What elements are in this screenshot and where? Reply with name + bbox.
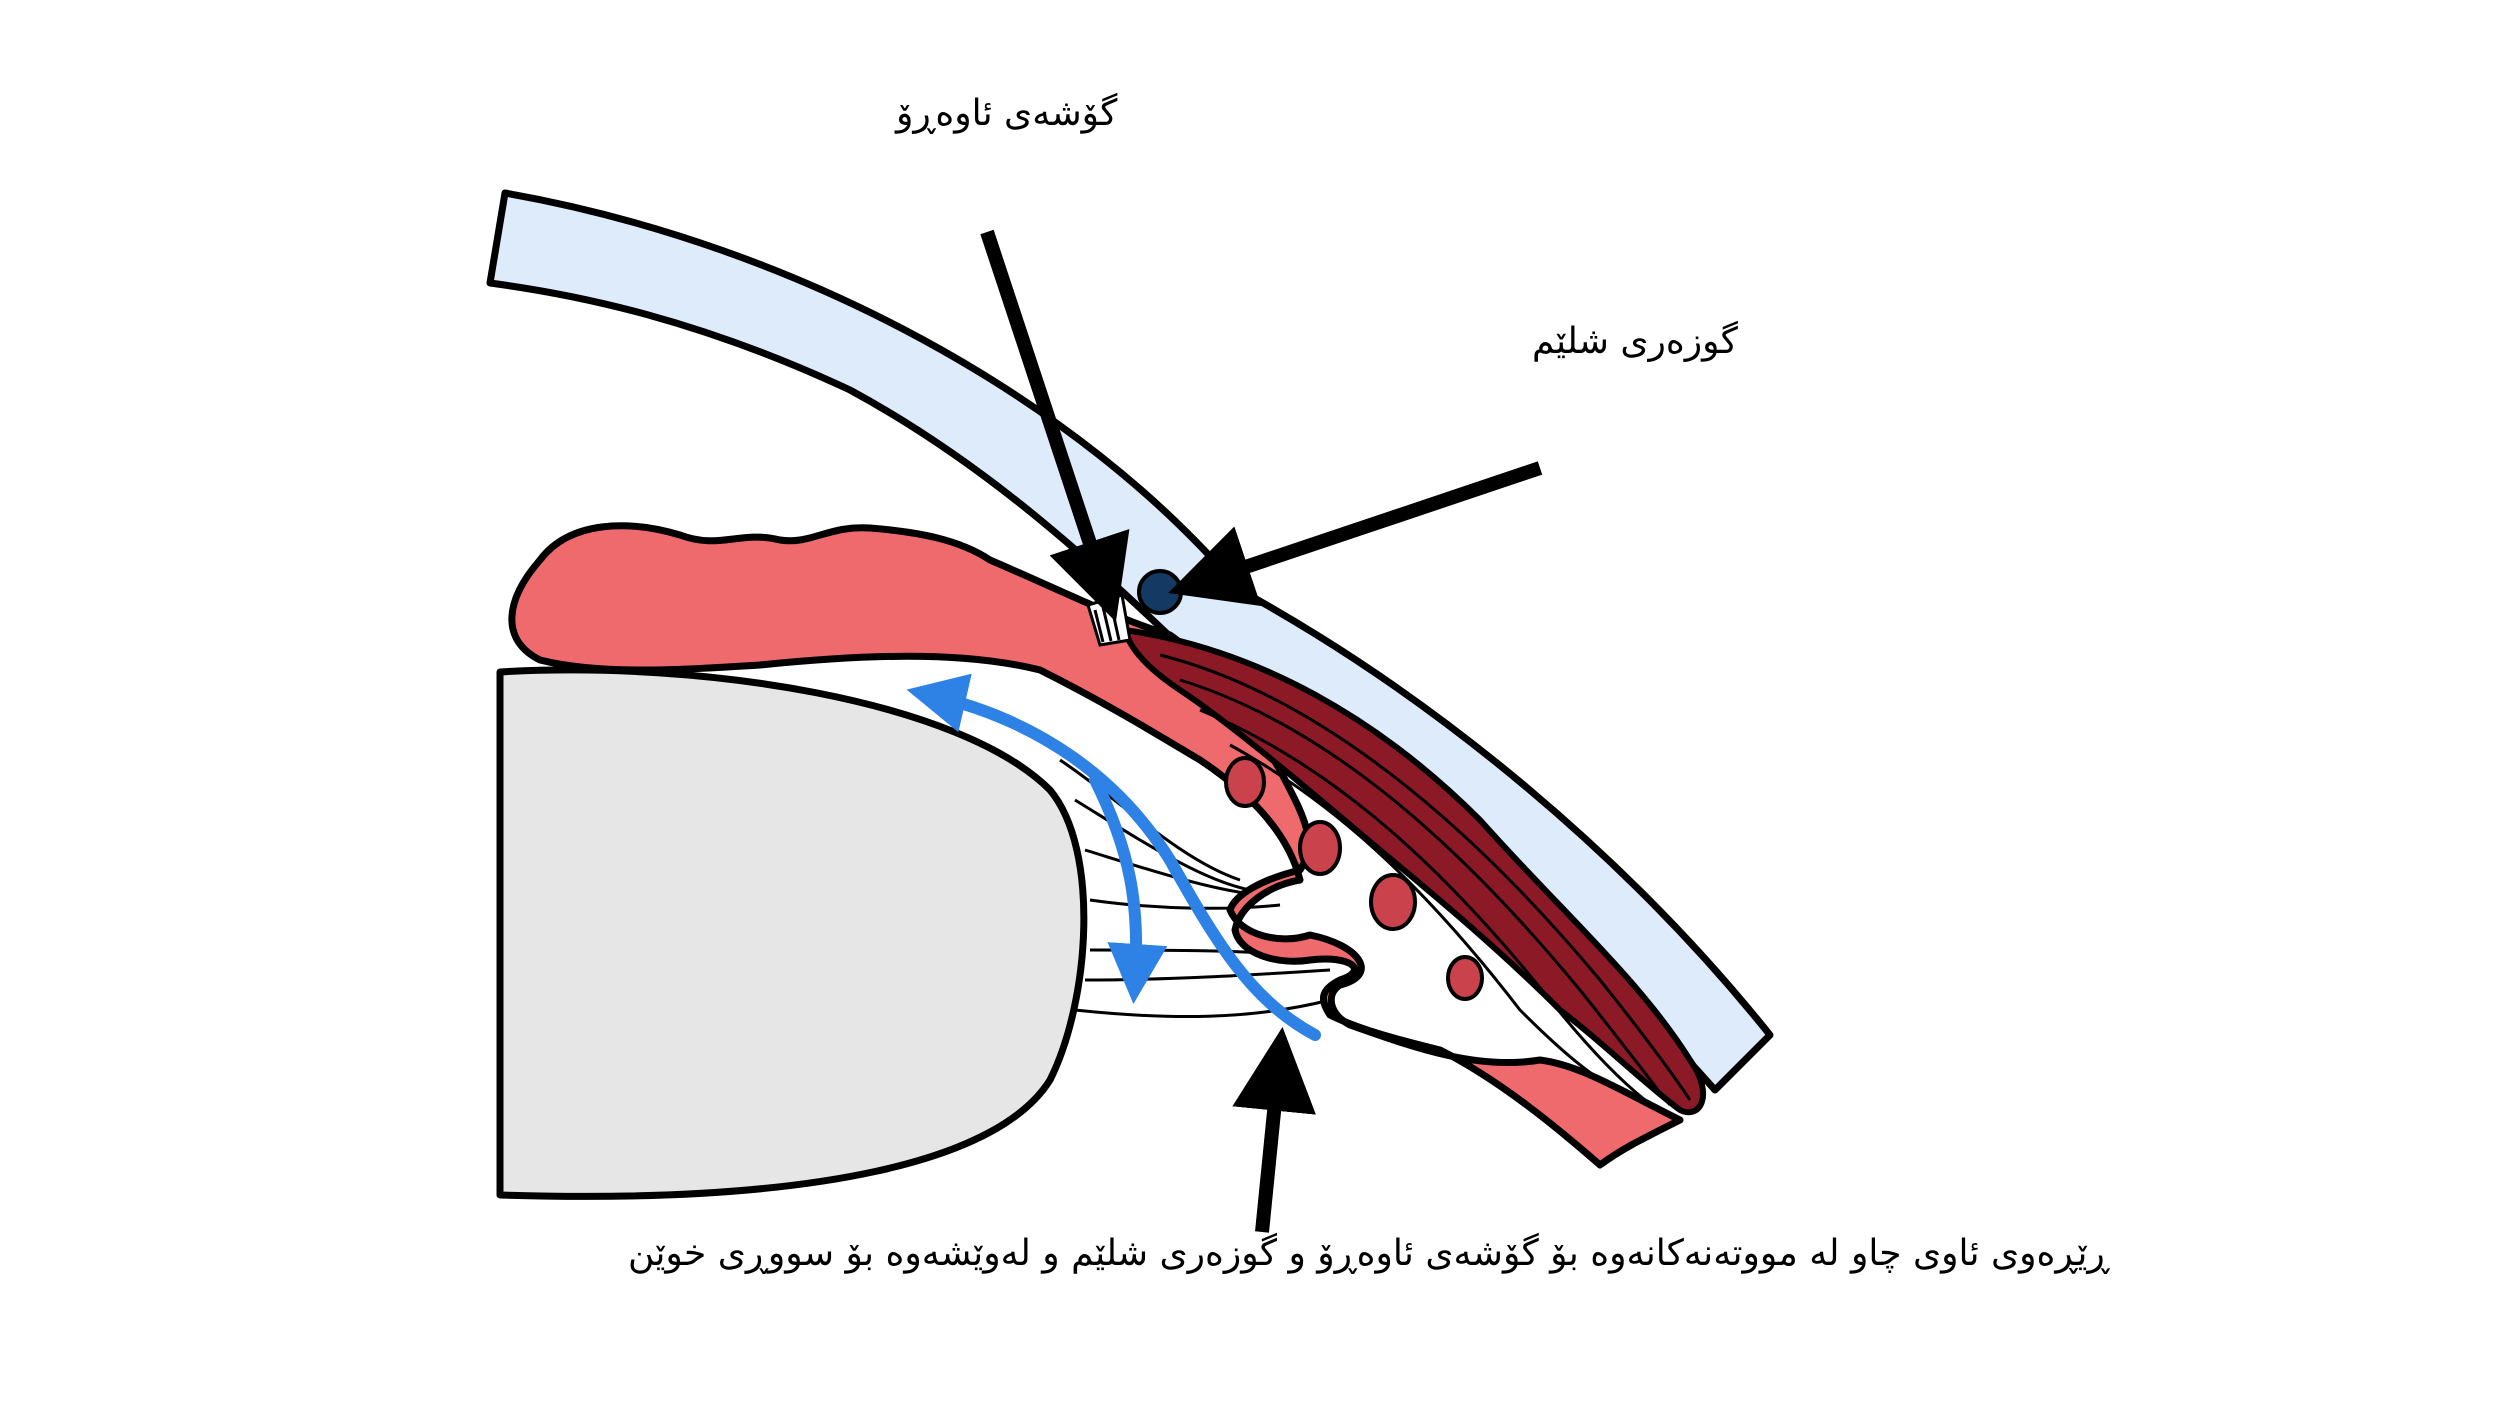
vessel-3 [1371, 875, 1415, 929]
arrow-aqueous-flow [1262, 1052, 1280, 1232]
vessel-1 [1226, 758, 1264, 806]
label-drainage-angle: گۆشەی ئاوەڕۆ [896, 96, 1117, 132]
schlemm-canal-dot [1139, 571, 1181, 613]
lens [500, 670, 1084, 1196]
vessel-2 [1300, 822, 1340, 874]
vessel-4 [1448, 957, 1482, 999]
label-aqueous-flow: ڕێڕەوی ئاوی چاو لە مووتەنەکانەوە بۆ گۆشە… [628, 1236, 2109, 1272]
arrow-schlemm-canal [1192, 468, 1540, 585]
label-schlemm-canal: گوزەری شلێم [1532, 324, 1738, 360]
